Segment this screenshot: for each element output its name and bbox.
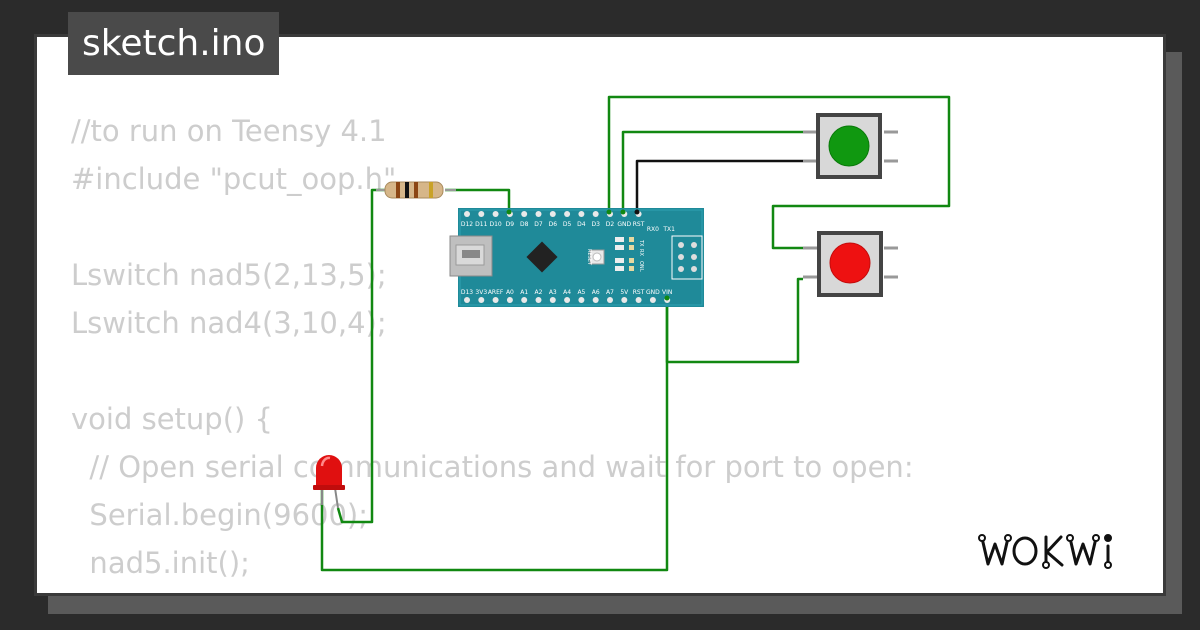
pin-label-top-d5: D5 <box>563 221 572 228</box>
wire-d3-buttons <box>607 95 951 250</box>
wire-resistor-led <box>336 188 388 524</box>
pin-hole-top-d5[interactable] <box>564 211 571 217</box>
project-card[interactable]: //to run on Teensy 4.1 #include "pcut_oop… <box>34 34 1166 596</box>
code-line: void setup() { <box>71 402 273 436</box>
reset-button[interactable] <box>589 249 605 265</box>
wire-endpoints <box>506 209 670 301</box>
wire-d10-resistor <box>445 188 511 212</box>
pin-hole-bottom-d13[interactable] <box>464 297 470 303</box>
pin-label-bottom-5v: 5V <box>620 289 629 296</box>
pin-hole-top-d12[interactable] <box>464 211 470 217</box>
status-leds <box>615 237 634 271</box>
pin-hole-bottom-a7[interactable] <box>607 297 613 303</box>
pin-label-top-d6: D6 <box>549 221 558 228</box>
pin-label-bottom-3v3: 3V3 <box>475 289 487 296</box>
pin-hole-bottom-a1[interactable] <box>521 297 528 303</box>
pin-hole-top-d6[interactable] <box>549 211 556 217</box>
project-title[interactable]: sketch.ino <box>68 12 280 75</box>
pin-hole-bottom-a6[interactable] <box>592 297 599 303</box>
wire-d2-green-button <box>621 130 803 212</box>
pin-label-top-d12: D12 <box>461 221 473 228</box>
pin-hole-bottom-rst[interactable] <box>635 297 642 303</box>
pin-label-top-d2: D2 <box>606 221 615 228</box>
red-pushbutton[interactable] <box>803 231 898 297</box>
icsp-header <box>671 235 703 280</box>
pin-label-top-d3: D3 <box>591 221 600 228</box>
pin-hole-bottom-a5[interactable] <box>578 297 585 303</box>
pin-label-top-d10: D10 <box>489 221 501 228</box>
pin-hole-top-d11[interactable] <box>478 211 485 217</box>
led-labels: TX RX ON L <box>638 239 644 272</box>
pin-label-bottom-rst: RST <box>633 289 645 296</box>
code-line: #include "pcut_oop.h" <box>71 162 397 196</box>
pin-label-top-d7: D7 <box>534 221 543 228</box>
pin-label-top-tx1: TX1 <box>662 226 675 233</box>
wire-endpoint-black <box>634 209 640 215</box>
code-line: Lswitch nad5(2,13,5); <box>71 258 387 292</box>
code-line: //to run on Teensy 4.1 <box>71 114 387 148</box>
pin-hole-bottom-a4[interactable] <box>564 297 571 303</box>
pin-label-bottom-a3: A3 <box>549 289 557 296</box>
pin-hole-bottom-gnd[interactable] <box>649 297 656 303</box>
wire-led-gnd <box>320 298 669 572</box>
pin-hole-bottom-a0[interactable] <box>506 297 513 303</box>
pin-hole-top-d8[interactable] <box>521 211 528 217</box>
pin-label-bottom-a2: A2 <box>535 289 543 296</box>
pin-label-bottom-a5: A5 <box>577 289 585 296</box>
pin-label-bottom-a4: A4 <box>563 289 571 296</box>
pin-label-top-gnd: GND <box>617 221 631 228</box>
pin-hole-top-d10[interactable] <box>492 211 499 217</box>
reset-label: RESET <box>586 249 592 266</box>
code-preview: //to run on Teensy 4.1 #include "pcut_oop… <box>71 107 914 593</box>
pin-label-top-d11: D11 <box>475 221 487 228</box>
pin-label-bottom-a7: A7 <box>606 289 614 296</box>
red-led[interactable] <box>313 455 345 509</box>
usb-connector <box>449 235 493 277</box>
pin-hole-bottom-5v[interactable] <box>621 297 628 303</box>
pin-hole-bottom-a3[interactable] <box>549 297 556 303</box>
pin-label-top-rst: RST <box>633 221 645 228</box>
pin-label-top-rx0: RX0 <box>647 226 659 233</box>
wire-gnd-green-button <box>635 159 803 212</box>
pin-label-top-d4: D4 <box>577 221 586 228</box>
wokwi-logo <box>978 534 1112 569</box>
pin-hole-bottom-a2[interactable] <box>535 297 542 303</box>
wire-gnd-red-button <box>665 277 803 364</box>
led-label-on: ON <box>638 261 644 269</box>
bottom-pin-headers <box>464 297 671 303</box>
code-line: nad5.init(); <box>71 546 250 580</box>
led-label-l: L <box>638 269 644 272</box>
pin-label-top-d8: D8 <box>520 221 529 228</box>
pin-label-bottom-gnd: GND <box>646 289 660 296</box>
pin-hole-top-d4[interactable] <box>578 211 585 217</box>
resistor[interactable] <box>376 181 456 199</box>
pin-label-top-d9: D9 <box>506 221 515 228</box>
pin-label-bottom-a0: A0 <box>506 289 514 296</box>
code-line: Lswitch nad4(3,10,4); <box>71 306 387 340</box>
pin-label-bottom-d13: D13 <box>461 289 473 296</box>
pin-hole-top-d3[interactable] <box>592 211 599 217</box>
pin-label-bottom-aref: AREF <box>488 289 504 296</box>
pin-hole-bottom-aref[interactable] <box>492 297 499 303</box>
pin-hole-bottom-3v3[interactable] <box>478 297 485 303</box>
pin-label-bottom-a6: A6 <box>592 289 600 296</box>
pin-label-bottom-a1: A1 <box>520 289 528 296</box>
pin-label-bottom-vin: VIN <box>662 289 672 296</box>
pin-hole-top-d7[interactable] <box>535 211 542 217</box>
green-pushbutton[interactable] <box>803 113 898 179</box>
led-label-rx: RX <box>638 249 644 256</box>
led-label-tx: TX <box>638 239 644 247</box>
